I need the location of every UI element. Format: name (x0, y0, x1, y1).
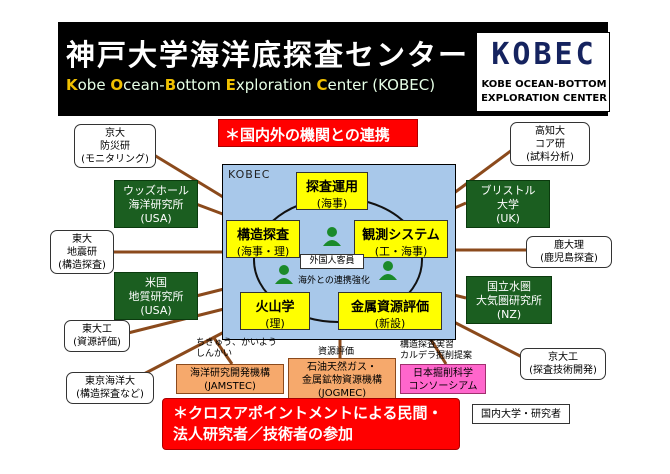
caption-line: カルデラ掘削提案 (400, 351, 473, 361)
partner-kochi-core: 高知大 コア研 (試料分析) (510, 122, 590, 166)
partner-tokyo-eri: 東大 地震研 (構造探査) (50, 230, 114, 274)
division-name: 構造探査 (236, 228, 289, 243)
caption-line: しんかい (196, 349, 233, 359)
partner-line: 防災研 (100, 141, 130, 152)
partner-bristol: ブリストル 大学 (UK) (466, 180, 550, 228)
foreign-faculty-label: 外国人客員 (300, 254, 364, 269)
logo-line-1: KOBE OCEAN-BOTTOM (481, 79, 607, 90)
consortium-box: 日本掘削科学 コンソーシアム (400, 364, 486, 394)
partner-line: (構造探査など) (76, 389, 144, 400)
banner-domestic-international: ＊国内外の機関との連携 (218, 119, 418, 147)
org-line: 石油天然ガス・ (307, 362, 377, 373)
logo-wordmark: KOBEC (491, 37, 597, 72)
partner-line: (NZ) (496, 308, 522, 321)
page-subtitle: Kobe Ocean-Bottom Exploration Center (KO… (66, 76, 435, 94)
division-affiliation: (新設) (374, 317, 406, 330)
org-line: 海洋研究開発機構 (190, 368, 270, 379)
partner-line: (鹿児島探査) (540, 253, 598, 264)
partner-line: 地質研究所 (128, 290, 184, 303)
partner-line: 鹿大理 (554, 240, 584, 251)
division-volcanology: 火山学 (理) (240, 292, 310, 330)
partner-kyoto-eng: 京大工 (探査技術開発) (520, 348, 606, 380)
caption-line: ちきゅう、かいよう (196, 338, 277, 348)
division-affiliation: (工・海事) (374, 245, 428, 258)
division-name: 金属資源評価 (350, 300, 429, 315)
partner-line: 東大工 (82, 324, 112, 335)
subtitle-word: enter (KOBEC) (327, 76, 436, 94)
partner-line: (探査技術開発) (529, 365, 597, 376)
kobec-logo: KOBEC KOBE OCEAN-BOTTOM EXPLORATION CENT… (476, 32, 610, 112)
partner-line: (構造探査) (58, 260, 106, 271)
kobec-center-label: KOBEC (228, 168, 271, 181)
banner-line: ＊クロスアポイントメントによる民間・ (173, 404, 443, 422)
division-structure-survey: 構造探査 (海事・理) (226, 220, 300, 258)
division-name: 探査運用 (305, 180, 358, 195)
partner-niwa: 国立水圏 大気圏研究所 (NZ) (466, 276, 552, 324)
overseas-link-label: 海外との連携強化 (298, 276, 370, 286)
division-name: 観測システム (362, 228, 440, 243)
partner-tokyo-marine: 東京海洋大 (構造探査など) (66, 372, 154, 404)
partner-usgs: 米国 地質研究所 (USA) (114, 272, 198, 320)
partner-woods-hole: ウッズホール 海洋研究所 (USA) (114, 180, 198, 228)
subtitle-initial: K (66, 76, 78, 94)
partner-line: 東大 (72, 234, 92, 245)
partner-line: 東京海洋大 (85, 376, 135, 387)
banner-line: 法人研究者／技術者の参加 (173, 425, 354, 443)
jamstec-caption: ちきゅう、かいよう しんかい (196, 338, 277, 360)
partner-line: 国立水圏 (487, 280, 531, 293)
division-metal-resources: 金属資源評価 (新設) (338, 292, 442, 330)
org-line: (JAMSTEC) (204, 381, 256, 392)
partner-line: (モニタリング) (81, 154, 149, 165)
org-line: 金属鉱物資源機構 (302, 375, 382, 386)
partner-line: 大気圏研究所 (476, 294, 542, 307)
partner-line: 高知大 (535, 126, 565, 137)
partner-line: ウッズホール (123, 184, 189, 197)
partner-tokyo-eng: 東大工 (資源評価) (64, 320, 130, 352)
subtitle-word: ottom (176, 76, 226, 94)
partner-line: 京大 (105, 128, 125, 139)
partner-line: 国内大学・研究者 (481, 409, 561, 420)
partner-line: ブリストル (480, 184, 536, 197)
subtitle-initial: B (164, 76, 177, 94)
division-affiliation: (海事・理) (236, 245, 290, 258)
org-line: コンソーシアム (408, 381, 478, 392)
jogmec-box: 石油天然ガス・ 金属鉱物資源機構 (JOGMEC) (288, 358, 396, 402)
partner-line: コア研 (535, 139, 565, 150)
subtitle-word: cean- (123, 76, 165, 94)
division-exploration-ops: 探査運用 (海事) (296, 172, 368, 210)
partner-kyoto-dpri: 京大 防災研 (モニタリング) (74, 124, 156, 168)
partner-kagoshima: 鹿大理 (鹿児島探査) (526, 236, 612, 268)
partner-line: (試料分析) (526, 152, 574, 163)
partner-domestic-universities: 国内大学・研究者 (472, 404, 570, 424)
subtitle-word: obe (77, 76, 111, 94)
org-line: (JOGMEC) (317, 388, 367, 399)
caption-line: 構造探査実習 (400, 340, 455, 350)
partner-line: (UK) (496, 212, 520, 225)
consortium-caption: 構造探査実習 カルデラ掘削提案 (400, 340, 472, 362)
partner-line: 大学 (497, 198, 519, 211)
jamstec-box: 海洋研究開発機構 (JAMSTEC) (176, 364, 284, 394)
partner-line: (資源評価) (73, 337, 121, 348)
org-line: 日本掘削科学 (413, 368, 473, 379)
partner-line: (USA) (140, 304, 172, 317)
subtitle-word: xploration (235, 76, 317, 94)
jogmec-caption: 資源評価 (318, 347, 355, 357)
partner-line: 地震研 (67, 247, 97, 258)
division-affiliation: (海事) (316, 197, 348, 210)
partner-line: 米国 (145, 276, 167, 289)
logo-line-2: EXPLORATION CENTER (481, 93, 607, 104)
division-affiliation: (理) (265, 317, 285, 330)
page-title: 神戸大学海洋底探査センター (66, 38, 470, 72)
partner-line: 海洋研究所 (128, 198, 184, 211)
banner-cross-appointment: ＊クロスアポイントメントによる民間・ 法人研究者／技術者の参加 (162, 398, 460, 450)
partner-line: (USA) (140, 212, 172, 225)
division-observation-system: 観測システム (工・海事) (354, 220, 448, 258)
partner-line: 京大工 (548, 352, 578, 363)
subtitle-initial: C (316, 76, 328, 94)
division-name: 火山学 (255, 300, 295, 315)
person-icons (275, 227, 397, 284)
subtitle-initial: O (110, 76, 124, 94)
subtitle-initial: E (225, 76, 236, 94)
